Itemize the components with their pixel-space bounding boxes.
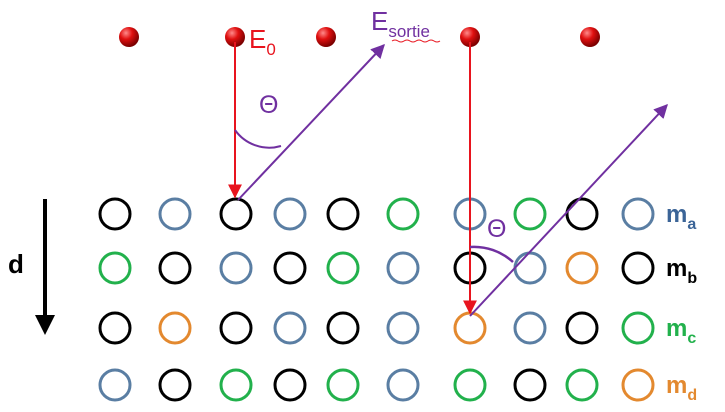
atom-circle-black xyxy=(158,368,192,402)
atom-circle-blue xyxy=(513,251,547,285)
esortie-label: Esortie xyxy=(371,6,430,41)
atom-circle-blue xyxy=(386,251,420,285)
exit-ray-1 xyxy=(237,43,385,201)
atom-circle-orange xyxy=(565,251,599,285)
atom-circle-blue xyxy=(98,368,132,402)
atom-circle-blue xyxy=(273,311,307,345)
atom-circle-blue xyxy=(219,251,253,285)
atom-circle-green xyxy=(98,251,132,285)
atom-circle-black xyxy=(273,251,307,285)
theta-label-1: Θ xyxy=(259,91,278,119)
atom-circle-black xyxy=(158,251,192,285)
atom-circle-black xyxy=(326,197,360,231)
atom-circle-black xyxy=(98,197,132,231)
atom-circle-orange xyxy=(453,311,487,345)
atom-circle-orange xyxy=(621,368,655,402)
theta-label-2: Θ xyxy=(487,215,506,243)
atom-circle-green xyxy=(621,311,655,345)
atom-circle-orange xyxy=(158,311,192,345)
atom-circle-black xyxy=(565,197,599,231)
atom-circle-blue xyxy=(621,197,655,231)
layer-label-a: ma xyxy=(666,201,696,233)
layer-labels: ma mb mc md xyxy=(666,201,697,404)
atom-circle-black xyxy=(621,251,655,285)
particle-5 xyxy=(580,27,600,47)
particle-4 xyxy=(460,27,480,47)
atom-circle-green xyxy=(326,251,360,285)
layer-label-d: md xyxy=(666,372,697,404)
atom-grid xyxy=(98,197,655,402)
theta-arc-1 xyxy=(234,129,282,149)
e0-label: E0 xyxy=(249,24,276,59)
atom-circle-black xyxy=(98,311,132,345)
atom-circle-green xyxy=(513,197,547,231)
atom-circle-green xyxy=(386,197,420,231)
theta-arc-2 xyxy=(469,245,514,263)
atom-circle-black xyxy=(273,368,307,402)
atom-circle-blue xyxy=(513,311,547,345)
layer-label-c: mc xyxy=(666,315,696,347)
exit-ray-2 xyxy=(469,103,668,317)
atom-circle-green xyxy=(565,368,599,402)
atom-circle-blue xyxy=(386,311,420,345)
atom-circle-blue xyxy=(158,197,192,231)
esortie-underline xyxy=(391,39,441,43)
atom-circle-green xyxy=(219,368,253,402)
depth-label: d xyxy=(8,249,24,279)
incident-particles xyxy=(119,27,600,47)
particle-1 xyxy=(119,27,139,47)
atom-circle-black xyxy=(513,368,547,402)
particle-3 xyxy=(316,27,336,47)
particle-2 xyxy=(225,27,245,47)
atom-circle-black xyxy=(219,197,253,231)
atom-circle-black xyxy=(565,311,599,345)
atom-circle-black xyxy=(219,311,253,345)
atom-circle-green xyxy=(453,368,487,402)
atom-circle-blue xyxy=(273,197,307,231)
atom-circle-blue xyxy=(386,368,420,402)
atom-circle-black xyxy=(326,311,360,345)
atom-circle-green xyxy=(326,368,360,402)
layer-label-b: mb xyxy=(666,255,697,287)
